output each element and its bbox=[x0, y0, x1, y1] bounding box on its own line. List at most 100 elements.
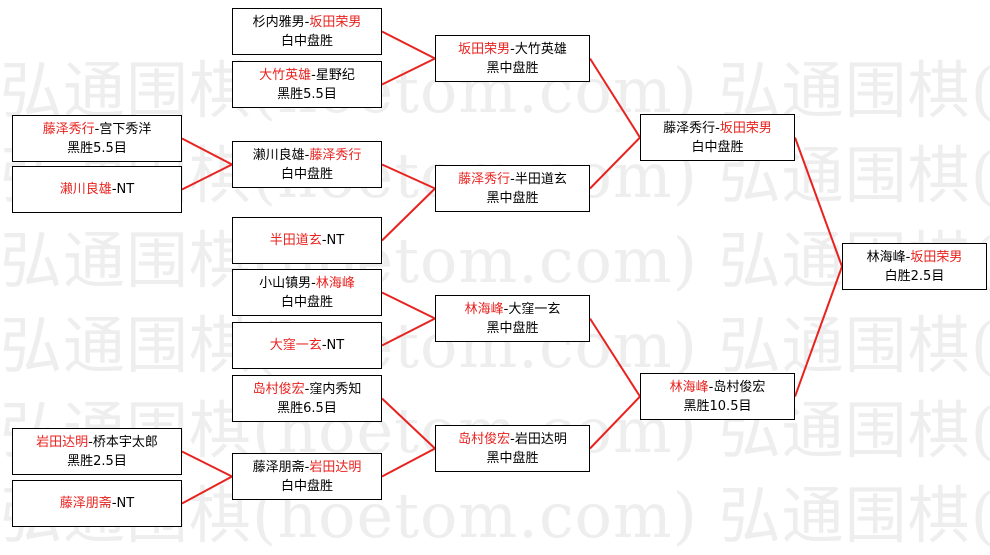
match-box-m7: 小山镇男-林海峰白中盘胜 bbox=[232, 269, 382, 316]
versus-dash: - bbox=[708, 379, 714, 395]
player-name: 林海峰 bbox=[315, 275, 355, 291]
match-box-m14: 藤泽秀行-半田道玄黑中盘胜 bbox=[435, 165, 590, 212]
player-name: 藤泽朋斋 bbox=[252, 459, 305, 475]
match-box-m11: 藤泽朋斋-NT bbox=[12, 480, 182, 527]
match-players: 半田道玄-NT bbox=[270, 231, 344, 250]
match-players: 藤泽朋斋-NT bbox=[60, 494, 134, 513]
versus-dash: - bbox=[304, 381, 310, 397]
match-box-m1: 杉内雅男-坂田荣男白中盘胜 bbox=[232, 8, 382, 55]
player-name: 桥本宇太郎 bbox=[92, 434, 158, 450]
versus-dash: - bbox=[321, 338, 327, 353]
player-name: NT bbox=[116, 496, 135, 511]
player-name: NT bbox=[116, 182, 135, 197]
player-name: 林海峰 bbox=[866, 249, 906, 265]
versus-dash: - bbox=[510, 41, 515, 57]
match-box-m2: 大竹英雄-星野纪黑胜5.5目 bbox=[232, 61, 382, 108]
player-name: 岛村俊宏 bbox=[458, 431, 511, 447]
connector-line bbox=[181, 137, 233, 166]
player-name: 坂田荣男 bbox=[309, 14, 362, 30]
player-name: 大窪一玄 bbox=[508, 301, 561, 317]
player-name: 林海峰 bbox=[464, 301, 504, 317]
match-box-m15: 林海峰-大窪一玄黑中盘胜 bbox=[435, 295, 590, 342]
connector-line bbox=[589, 317, 641, 398]
connector-line bbox=[589, 57, 641, 139]
versus-dash: - bbox=[304, 459, 310, 475]
match-players: 濑川良雄-藤泽秀行 bbox=[253, 146, 362, 165]
player-name: 藤泽秀行 bbox=[309, 147, 362, 163]
match-players: 大竹英雄-星野纪 bbox=[259, 66, 355, 85]
versus-dash: - bbox=[94, 121, 100, 137]
bracket-connectors bbox=[181, 30, 843, 505]
match-box-m10: 岩田达明-桥本宇太郎黑胜2.5目 bbox=[12, 428, 182, 475]
match-players: 岛村俊宏-岩田达明 bbox=[458, 430, 567, 449]
player-name: 岛村俊宏 bbox=[713, 379, 766, 395]
player-name: 大竹英雄 bbox=[514, 41, 567, 57]
match-players: 岛村俊宏-窪内秀知 bbox=[253, 380, 362, 399]
player-name: 林海峰 bbox=[669, 379, 709, 395]
match-result: 黑胜10.5目 bbox=[683, 398, 752, 414]
versus-dash: - bbox=[905, 249, 911, 265]
player-name: 坂田荣男 bbox=[719, 120, 772, 136]
versus-dash: - bbox=[111, 496, 117, 511]
connector-line bbox=[589, 395, 641, 450]
match-result: 黑中盘胜 bbox=[486, 450, 539, 466]
match-result: 黑胜5.5目 bbox=[277, 86, 337, 102]
versus-dash: - bbox=[304, 14, 310, 30]
versus-dash: - bbox=[111, 182, 117, 197]
match-players: 藤泽秀行-半田道玄 bbox=[458, 170, 567, 189]
match-players: 林海峰-坂田荣男 bbox=[867, 248, 963, 267]
match-result: 黑中盘胜 bbox=[486, 60, 539, 76]
connector-line bbox=[589, 136, 641, 190]
player-name: 坂田荣男 bbox=[458, 41, 511, 57]
match-result: 黑中盘胜 bbox=[486, 190, 539, 206]
connector-line bbox=[181, 163, 233, 191]
match-box-m17: 藤泽秀行-坂田荣男白中盘胜 bbox=[640, 114, 795, 161]
player-name: NT bbox=[326, 338, 345, 353]
match-result: 黑中盘胜 bbox=[486, 320, 539, 336]
match-box-m16: 岛村俊宏-岩田达明黑中盘胜 bbox=[435, 425, 590, 472]
player-name: 半田道玄 bbox=[514, 171, 567, 187]
match-box-m5: 濑川良雄-藤泽秀行白中盘胜 bbox=[232, 141, 382, 188]
match-box-m19: 林海峰-坂田荣男白胜2.5目 bbox=[842, 243, 987, 290]
versus-dash: - bbox=[510, 171, 515, 187]
connector-line bbox=[381, 30, 436, 60]
player-name: 濑川良雄 bbox=[252, 147, 305, 163]
match-result: 白中盘胜 bbox=[280, 33, 333, 49]
match-players: 小山镇男-林海峰 bbox=[259, 274, 355, 293]
match-box-m3: 藤泽秀行-宫下秀洋黑胜5.5目 bbox=[12, 115, 182, 162]
match-players: 藤泽秀行-宫下秀洋 bbox=[43, 120, 152, 139]
connector-line bbox=[381, 291, 436, 320]
player-name: 坂田荣男 bbox=[910, 249, 963, 265]
match-players: 濑川良雄-NT bbox=[60, 180, 134, 199]
match-box-m12: 藤泽朋斋-岩田达明白中盘胜 bbox=[232, 453, 382, 500]
match-players: 藤泽朋斋-岩田达明 bbox=[253, 458, 362, 477]
versus-dash: - bbox=[311, 275, 316, 291]
connector-line bbox=[794, 137, 843, 267]
connector-line bbox=[381, 187, 436, 242]
match-box-m6: 半田道玄-NT bbox=[232, 217, 382, 264]
match-box-m4: 濑川良雄-NT bbox=[12, 166, 182, 213]
versus-dash: - bbox=[715, 120, 720, 136]
match-players: 藤泽秀行-坂田荣男 bbox=[663, 119, 772, 138]
match-players: 大窪一玄-NT bbox=[270, 336, 344, 355]
connector-line bbox=[381, 397, 436, 450]
versus-dash: - bbox=[304, 147, 310, 163]
connector-line bbox=[381, 163, 436, 190]
player-name: NT bbox=[326, 233, 345, 248]
player-name: 藤泽朋斋 bbox=[59, 496, 112, 511]
match-box-m13: 坂田荣男-大竹英雄黑中盘胜 bbox=[435, 35, 590, 82]
match-box-m18: 林海峰-岛村俊宏黑胜10.5目 bbox=[640, 373, 795, 420]
connector-line bbox=[381, 447, 436, 478]
player-name: 藤泽秀行 bbox=[42, 121, 95, 137]
match-result: 白中盘胜 bbox=[691, 139, 744, 155]
connector-line bbox=[381, 317, 436, 347]
versus-dash: - bbox=[88, 434, 93, 450]
connector-line bbox=[181, 475, 233, 505]
player-name: 岩田达明 bbox=[514, 431, 567, 447]
match-result: 白胜2.5目 bbox=[884, 268, 945, 284]
connector-line bbox=[794, 266, 843, 397]
player-name: 小山镇男 bbox=[259, 275, 312, 291]
player-name: 窪内秀知 bbox=[309, 381, 362, 397]
match-result: 白中盘胜 bbox=[280, 294, 333, 310]
player-name: 藤泽秀行 bbox=[663, 120, 716, 136]
